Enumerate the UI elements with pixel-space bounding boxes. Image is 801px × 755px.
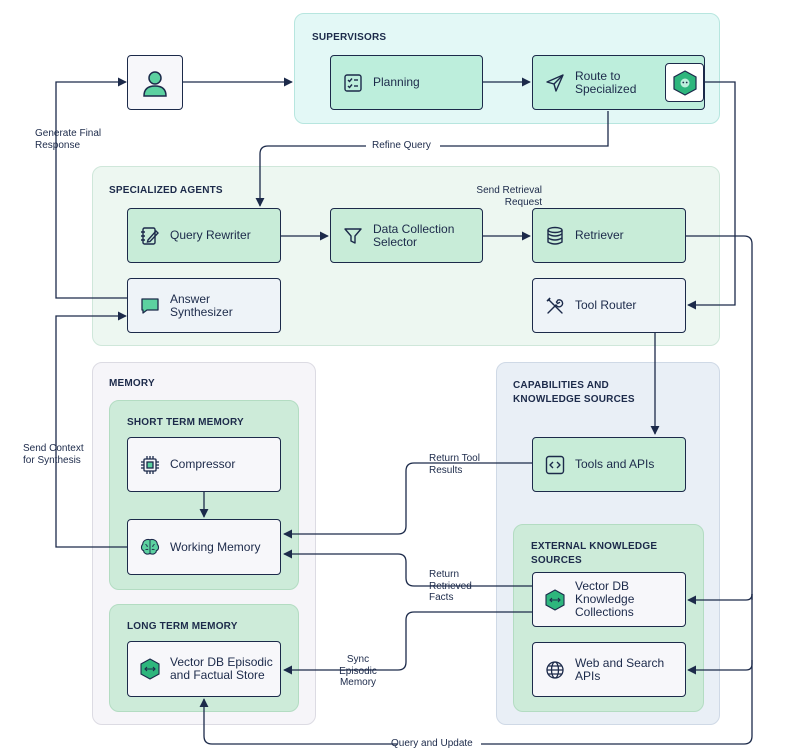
vector-kc-line1: Vector DB xyxy=(575,579,630,593)
query-rewriter-label: Query Rewriter xyxy=(170,228,251,242)
vector-kc-line3: Collections xyxy=(575,605,634,619)
data-collection-node[interactable]: Data Collection Selector xyxy=(330,208,483,263)
query-rewriter-node[interactable]: Query Rewriter xyxy=(127,208,281,263)
edge-to-vector-kc xyxy=(687,593,753,605)
agent-hexagon-icon xyxy=(672,69,697,96)
capabilities-label: CAPABILITIES AND KNOWLEDGE SOURCES xyxy=(513,379,635,407)
external-knowledge-label-line2: SOURCES xyxy=(531,555,582,566)
checklist-icon xyxy=(343,73,363,93)
web-search-node[interactable]: Web and Search APIs xyxy=(532,642,686,697)
working-memory-label: Working Memory xyxy=(170,539,261,554)
return-tool-line2: Results xyxy=(429,464,463,476)
chat-bubble-icon xyxy=(140,296,160,316)
return-tool-label: Return Tool Results xyxy=(429,453,480,476)
generate-final-label: Generate Final Response xyxy=(35,128,101,151)
hexagon-db-icon xyxy=(545,588,565,611)
external-knowledge-label-line1: EXTERNAL KNOWLEDGE xyxy=(531,541,658,552)
notebook-pen-icon xyxy=(140,226,160,246)
vector-episodic-line1: Vector DB Episodic xyxy=(170,655,273,669)
send-retrieval-label: Send Retrieval Request xyxy=(474,185,542,208)
send-retrieval-line1: Send Retrieval xyxy=(476,185,542,196)
return-facts-line3: Facts xyxy=(429,592,454,603)
web-search-label: Web and Search APIs xyxy=(575,655,665,683)
answer-label-line1: Answer xyxy=(170,291,211,306)
planning-node[interactable]: Planning xyxy=(330,55,483,110)
send-retrieval-line2: Request xyxy=(504,196,542,208)
vector-episodic-label: Vector DB Episodic and Factual Store xyxy=(170,656,273,682)
short-term-memory-label: SHORT TERM MEMORY xyxy=(127,417,244,428)
sync-episodic-label: Sync Episodic Memory xyxy=(338,654,378,689)
edge-return-facts xyxy=(283,549,532,587)
compressor-node[interactable]: Compressor xyxy=(127,437,281,492)
return-facts-line1: Return xyxy=(429,569,460,580)
answer-synthesizer-node[interactable]: Answer Synthesizer xyxy=(127,278,281,333)
send-context-label: Send Context for Synthesis xyxy=(23,443,84,466)
edge-sync-episodic xyxy=(283,611,532,675)
route-label-line1: Route to xyxy=(575,68,621,83)
globe-icon xyxy=(545,660,565,680)
query-update-label: Query and Update xyxy=(391,738,473,749)
return-tool-line1: Return Tool xyxy=(429,453,480,464)
database-icon xyxy=(545,226,565,246)
agent-badge[interactable] xyxy=(665,63,704,102)
data-collection-label-line2: Selector xyxy=(373,234,418,249)
compressor-label: Compressor xyxy=(170,457,236,471)
edge-generate-final xyxy=(55,77,128,299)
tools-apis-label: Tools and APIs xyxy=(575,457,655,471)
refine-query-label: Refine Query xyxy=(372,140,431,151)
sync-line2: Episodic xyxy=(339,665,377,677)
edge-return-tool-results xyxy=(283,462,532,539)
external-knowledge-label: EXTERNAL KNOWLEDGE SOURCES xyxy=(531,540,657,568)
chip-icon xyxy=(140,455,160,475)
hexagon-db-icon xyxy=(140,658,160,680)
route-label: Route to Specialized xyxy=(575,68,637,96)
edge-to-web-search xyxy=(687,594,753,675)
vector-episodic-line2: and Factual Store xyxy=(170,668,265,682)
return-facts-line2: Retrieved xyxy=(429,580,472,592)
vector-kc-node[interactable]: Vector DB Knowledge Collections xyxy=(532,572,686,627)
web-search-line2: APIs xyxy=(575,668,601,683)
route-label-line2: Specialized xyxy=(575,81,637,96)
edge-route-to-tool-router xyxy=(687,81,736,310)
data-collection-label: Data Collection Selector xyxy=(373,221,455,249)
capabilities-label-line1: CAPABILITIES AND xyxy=(513,380,609,391)
answer-synthesizer-label: Answer Synthesizer xyxy=(170,291,233,319)
specialized-agents-label: SPECIALIZED AGENTS xyxy=(109,185,223,196)
code-icon xyxy=(545,455,565,475)
brain-icon xyxy=(140,537,160,557)
user-icon xyxy=(140,68,170,98)
planning-label: Planning xyxy=(373,75,420,89)
tool-router-node[interactable]: Tool Router xyxy=(532,278,686,333)
vector-kc-line2: Knowledge xyxy=(575,592,635,606)
user-node[interactable] xyxy=(127,55,183,110)
send-icon xyxy=(545,73,565,93)
tool-router-label: Tool Router xyxy=(575,298,637,312)
generate-final-line2: Response xyxy=(35,139,81,151)
working-memory-node[interactable]: Working Memory xyxy=(127,519,281,575)
tools-icon xyxy=(545,296,565,316)
supervisors-label: SUPERVISORS xyxy=(312,32,387,43)
edge-refine-query xyxy=(255,111,609,207)
sync-line3: Memory xyxy=(339,677,377,688)
retriever-label: Retriever xyxy=(575,228,624,242)
data-collection-label-line1: Data Collection xyxy=(373,221,455,236)
send-context-line1: Send Context xyxy=(23,443,84,454)
capabilities-label-line2: KNOWLEDGE SOURCES xyxy=(513,394,635,405)
vector-episodic-node[interactable]: Vector DB Episodic and Factual Store xyxy=(127,641,281,697)
vector-kc-label: Vector DB Knowledge Collections xyxy=(575,580,634,619)
long-term-memory-label: LONG TERM MEMORY xyxy=(127,621,238,632)
edge-send-context xyxy=(55,311,128,548)
sync-line1: Sync xyxy=(346,654,370,665)
tools-apis-node[interactable]: Tools and APIs xyxy=(532,437,686,492)
filter-icon xyxy=(343,226,363,246)
memory-label: MEMORY xyxy=(109,378,155,389)
send-context-line2: for Synthesis xyxy=(23,454,81,466)
retriever-node[interactable]: Retriever xyxy=(532,208,686,263)
answer-label-line2: Synthesizer xyxy=(170,304,233,319)
web-search-line1: Web and Search xyxy=(575,655,665,670)
generate-final-line1: Generate Final xyxy=(35,128,102,139)
edge-retriever-to-external xyxy=(686,235,753,600)
return-facts-label: Return Retrieved Facts xyxy=(429,569,472,604)
